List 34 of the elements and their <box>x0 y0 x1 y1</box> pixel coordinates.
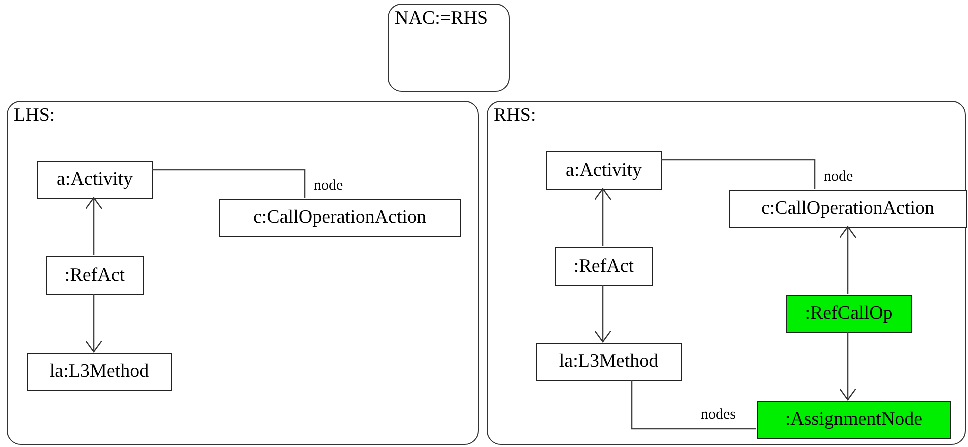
object-name: a:Activity <box>566 160 642 182</box>
object-box <box>27 353 172 391</box>
object-box <box>46 256 144 295</box>
arrow <box>594 188 612 246</box>
association-line <box>661 159 816 189</box>
panel-heading: RHS: <box>494 105 536 127</box>
object-box <box>37 161 153 199</box>
association-line <box>152 169 306 198</box>
association-line <box>631 380 756 430</box>
panel-heading: NAC:=RHS <box>395 8 488 30</box>
arrow <box>594 285 612 343</box>
arrow <box>839 226 857 294</box>
object-box <box>219 199 461 237</box>
object-box <box>555 247 653 286</box>
object-name: a:Activity <box>57 169 133 191</box>
created-object-box <box>786 295 912 333</box>
panel-heading: LHS: <box>14 105 56 127</box>
object-box <box>729 190 967 228</box>
object-name: la:L3Method <box>559 351 659 373</box>
arrow <box>85 197 103 255</box>
pattern-panel <box>7 101 479 445</box>
object-name: :RefAct <box>64 264 126 286</box>
created-object-box <box>757 401 951 439</box>
object-name: :AssignmentNode <box>785 409 923 431</box>
object-box <box>536 343 682 381</box>
arrow <box>85 294 103 353</box>
pattern-panel <box>487 101 966 445</box>
object-name: c:CallOperationAction <box>761 198 935 220</box>
arrow <box>839 332 857 401</box>
object-box <box>546 151 662 190</box>
object-name: la:L3Method <box>50 361 150 383</box>
object-name: :RefAct <box>574 256 634 278</box>
object-name: c:CallOperationAction <box>253 207 427 229</box>
object-name: :RefCallOp <box>805 303 893 325</box>
